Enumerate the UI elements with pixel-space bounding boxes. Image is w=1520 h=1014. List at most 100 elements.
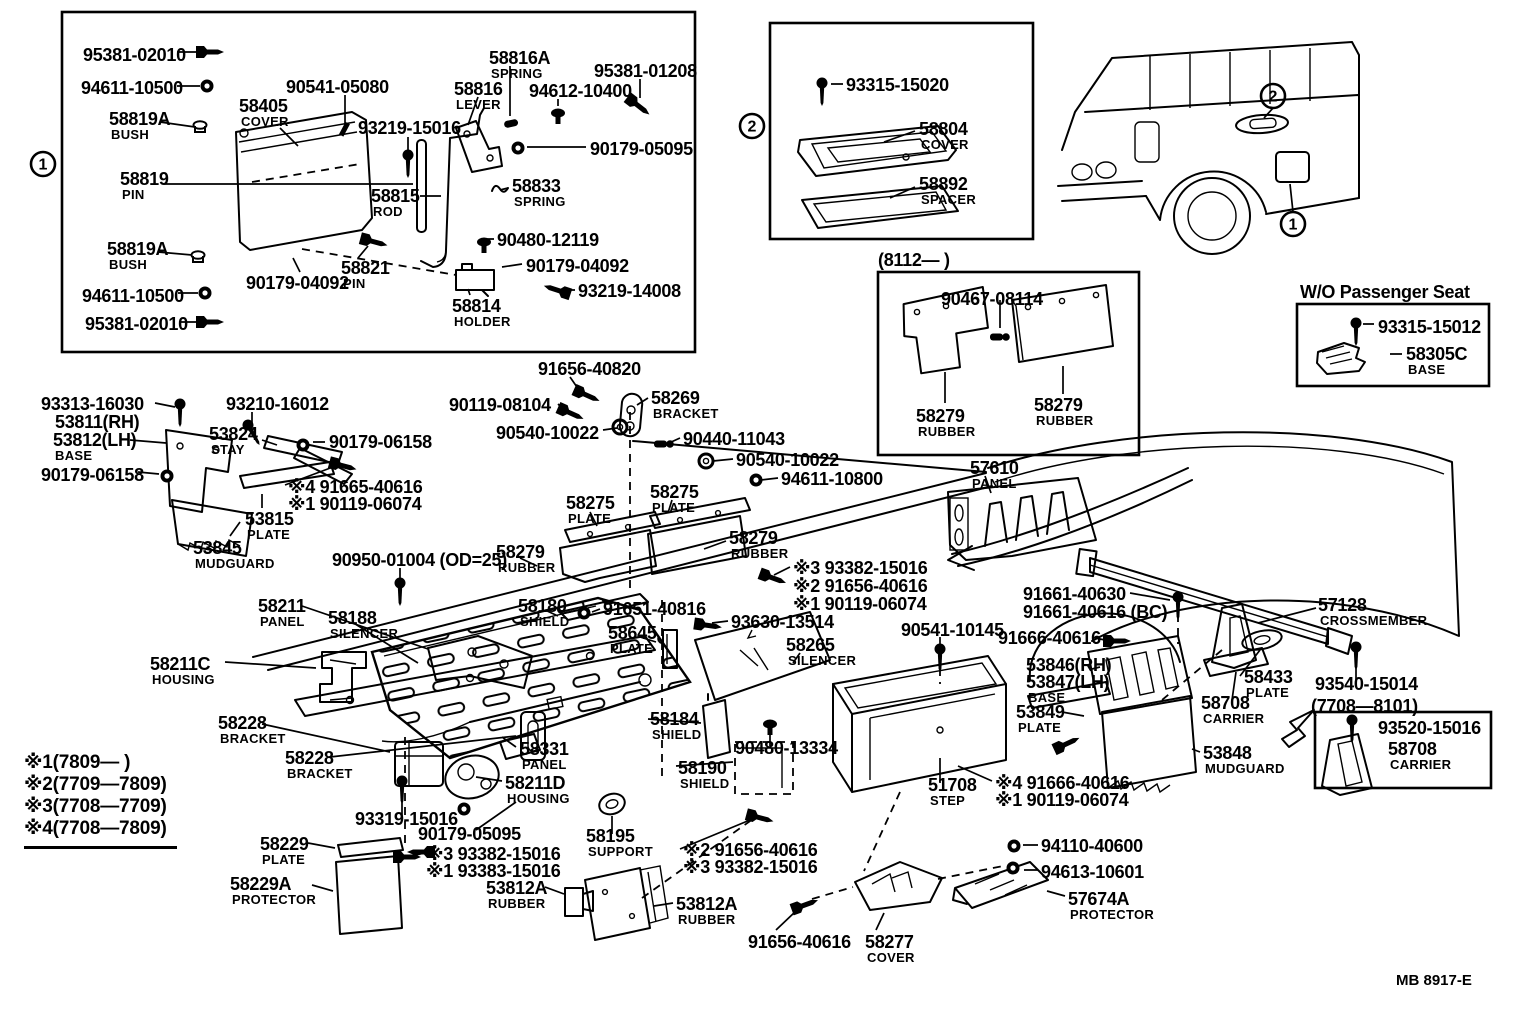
svg-text:SHIELD: SHIELD [652,727,701,742]
svg-text:※3 93382-15016: ※3 93382-15016 [793,558,928,578]
svg-text:94612-10400: 94612-10400 [529,81,632,101]
svg-text:※2 91656-40616: ※2 91656-40616 [683,840,818,860]
svg-text:91661-40630: 91661-40630 [1023,584,1126,604]
svg-text:94611-10500: 94611-10500 [81,78,183,98]
svg-text:53849: 53849 [1016,702,1065,722]
svg-text:HOUSING: HOUSING [152,672,215,687]
svg-text:HOLDER: HOLDER [454,314,511,329]
svg-text:58279: 58279 [496,542,545,562]
part-label: 91651-40816 [603,599,706,619]
svg-text:BRACKET: BRACKET [220,731,286,746]
part-label: 53812(LH)BASE [53,430,137,463]
svg-text:58833: 58833 [512,176,561,196]
part-label: ※1 90119-06074 [995,790,1129,810]
svg-text:58279: 58279 [916,406,965,426]
part-label: 90179-06158 [41,465,144,485]
svg-text:58229: 58229 [260,834,309,854]
svg-text:51708: 51708 [928,775,977,795]
svg-text:90541-05080: 90541-05080 [286,77,389,97]
part-label: 94612-10400 [529,81,632,101]
svg-text:91656-40820: 91656-40820 [538,359,641,379]
svg-text:58645: 58645 [608,623,657,643]
svg-text:91666-40616: 91666-40616 [998,628,1101,648]
svg-text:93219-14008: 93219-14008 [578,281,681,301]
part-label: 90179-04092 [526,256,629,276]
svg-text:93210-16012: 93210-16012 [226,394,329,414]
part-label: 90179-05095 [590,139,693,159]
legend-item: ※3(7708—7709) [24,796,167,817]
cover-assembly-drawing [235,107,519,297]
part-label: 91661-40630 [1023,584,1126,604]
svg-text:※1 90119-06074: ※1 90119-06074 [793,594,927,614]
leader-lines [129,51,1402,931]
dashed-lines [301,248,1223,900]
svg-text:PANEL: PANEL [522,757,567,772]
floor-silencer-drawing [294,593,692,760]
svg-text:95381-01208: 95381-01208 [594,61,697,81]
svg-text:95381-02010: 95381-02010 [83,45,186,65]
part-label: 93520-15016 [1378,718,1481,738]
part-label: 90480-12119 [497,230,599,250]
part-label: W/O Passenger Seat [1300,282,1470,302]
svg-text:58819A: 58819A [107,239,169,259]
part-label: 90480-13334 [735,738,838,758]
part-label: ※2 91656-40616 [793,576,928,596]
svg-text:90440-11043: 90440-11043 [683,429,785,449]
part-label: 90440-11043 [683,429,785,449]
svg-text:95381-02010: 95381-02010 [85,314,188,334]
svg-text:90467-08114: 90467-08114 [941,289,1043,309]
part-label: 91661-40616 (BC) [1023,602,1168,622]
svg-text:BASE: BASE [1028,690,1065,705]
svg-text:CARRIER: CARRIER [1390,757,1452,772]
svg-text:91656-40616: 91656-40616 [748,932,851,952]
svg-text:2: 2 [748,119,757,136]
svg-text:58211D: 58211D [505,773,566,793]
svg-text:SPACER: SPACER [921,192,976,207]
svg-text:(8112— ): (8112— ) [878,250,950,270]
svg-text:※1 93383-15016: ※1 93383-15016 [426,861,561,881]
svg-text:MUDGUARD: MUDGUARD [1205,761,1285,776]
svg-text:STEP: STEP [930,793,965,808]
part-label: ※1 93383-15016 [426,861,561,881]
svg-text:58275: 58275 [650,482,699,502]
legend-item: ※4(7708—7809) [24,818,167,839]
part-label: ※1 90119-06074 [793,594,927,614]
part-label: 53811(RH) [55,412,140,432]
svg-text:PANEL: PANEL [972,476,1017,491]
part-label: 90540-10022 [496,423,599,443]
svg-text:93313-16030: 93313-16030 [41,394,144,414]
service-hole-cover-drawing [797,125,959,229]
svg-text:※3 93382-15016: ※3 93382-15016 [426,844,561,864]
part-label: 94110-40600 [1041,836,1143,856]
svg-text:BRACKET: BRACKET [287,766,353,781]
svg-text:90480-13334: 90480-13334 [735,738,838,758]
svg-text:90540-10022: 90540-10022 [736,450,839,470]
svg-text:PANEL: PANEL [260,614,305,629]
svg-text:58228: 58228 [285,748,334,768]
svg-text:58211C: 58211C [150,654,211,674]
part-label: 90119-08104 [449,395,551,415]
svg-text:58188: 58188 [328,608,377,628]
svg-text:58816: 58816 [454,79,503,99]
svg-text:HOUSING: HOUSING [507,791,570,806]
svg-text:91651-40816: 91651-40816 [603,599,706,619]
